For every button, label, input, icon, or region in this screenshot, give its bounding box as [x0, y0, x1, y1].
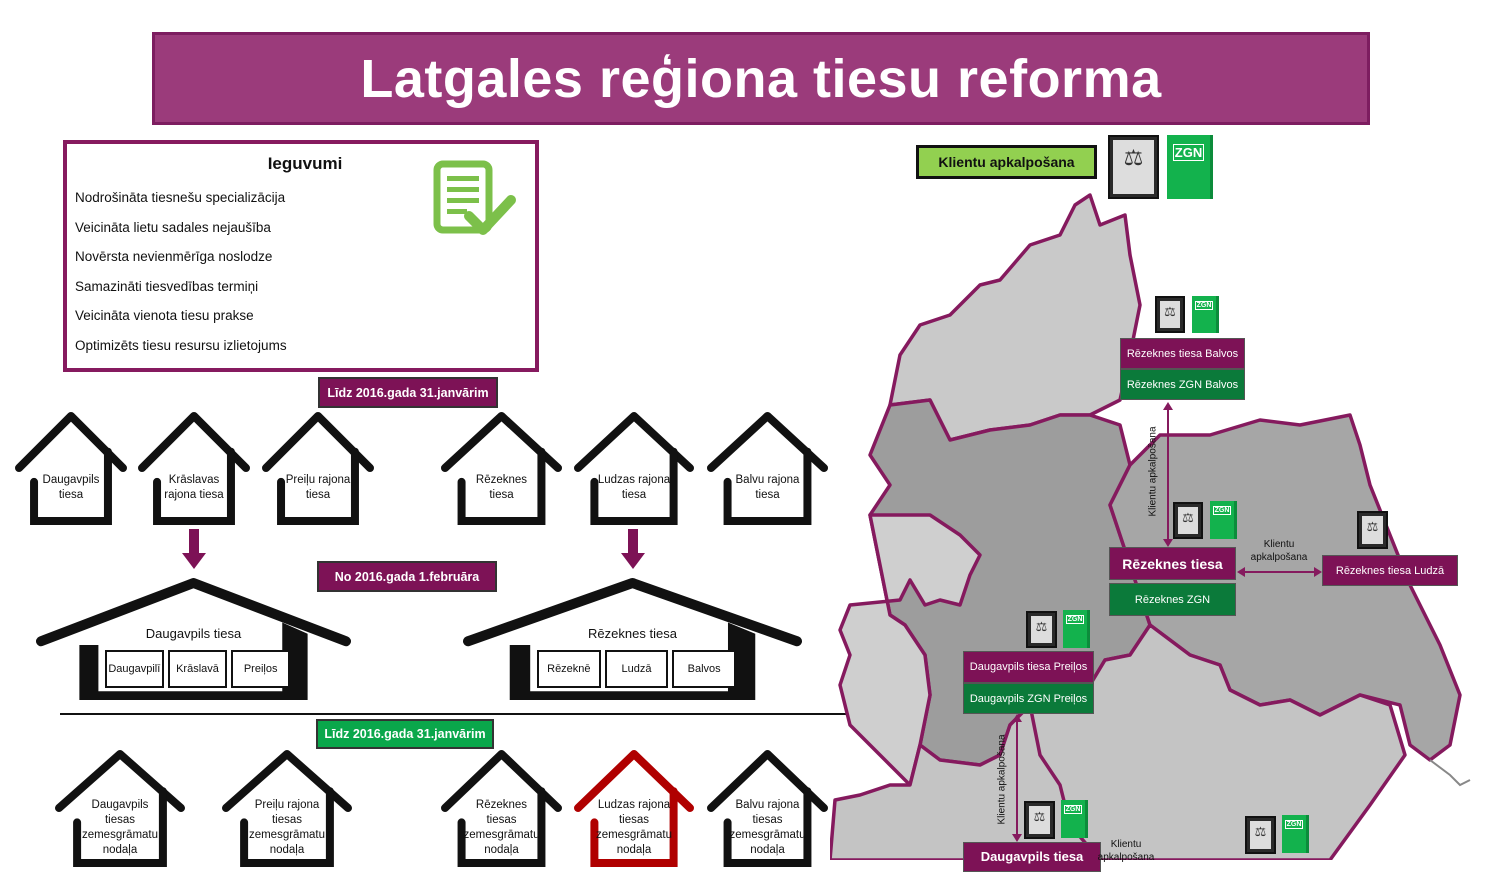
preili-court-box: Daugavpils tiesa Preiļos: [963, 651, 1094, 683]
zgn-book-icon: ZGN: [1282, 815, 1309, 853]
house-label: Ludzas rajona tiesas zemesgrāmatu nodaļa: [595, 799, 673, 857]
registry-office-house: Daugavpils tiesas zemesgrāmatu nodaļa: [55, 748, 185, 868]
benefits-heading: Ieguvumi: [267, 154, 343, 173]
court-location-room: Rēzeknē: [537, 650, 601, 688]
benefit-item: Novērsta nevienmērīga noslodze: [75, 249, 273, 264]
registry-office-house: Preiļu rajona tiesas zemesgrāmatu nodaļa: [222, 748, 352, 868]
balvi-zgn-box: Rēzeknes ZGN Balvos: [1120, 369, 1245, 400]
house-label: Preiļu rajona tiesa: [285, 473, 351, 501]
client-service-legend-button[interactable]: Klientu apkalpošana: [916, 145, 1097, 179]
old-court-house: Balvu rajona tiesa: [707, 410, 828, 526]
service-arrow-horizontal: [1237, 567, 1322, 577]
zgn-book-icon: ZGN: [1192, 296, 1219, 333]
benefit-item: Veicināta vienota tiesu prakse: [75, 308, 254, 323]
benefits-panel: Ieguvumi Nodrošināta tiesnešu specializā…: [63, 140, 539, 372]
benefit-item: Samazināti tiesvedības termiņi: [75, 278, 259, 294]
house-outline-icon: [15, 412, 127, 525]
service-arrow-vertical: [1012, 714, 1022, 842]
court-location-room: Daugavpilī: [104, 650, 164, 688]
map-region-preili: [838, 513, 982, 787]
house-label: Rēzeknes tiesas zemesgrāmatu nodaļa: [463, 799, 540, 857]
merge-arrow-icon: [621, 529, 645, 569]
court-scales-icon: [1024, 801, 1055, 839]
merged-court-name: Rēzeknes tiesa: [588, 626, 677, 642]
house-label: Daugavpils tiesas zemesgrāmatu nodaļa: [81, 799, 159, 857]
house-outline-icon: [707, 412, 828, 525]
service-arrow-vertical: [1163, 402, 1173, 547]
house-outline-icon: [574, 412, 694, 525]
zgn-label: ZGN: [1172, 144, 1205, 162]
merged-court-name: Daugavpils tiesa: [145, 626, 242, 642]
zgn-book-icon: ZGN: [1210, 501, 1237, 539]
after-date-label: No 2016.gada 1.februāra: [317, 561, 497, 592]
court-location-room: Krāslavā: [167, 650, 228, 688]
zgn-book-icon: ZGN: [1061, 800, 1088, 838]
service-label: Klientu apkalpošana: [1250, 539, 1308, 563]
court-scales-icon: [1245, 816, 1276, 854]
zgn-book-icon: ZGN: [1167, 135, 1213, 199]
rezekne-zgn-box: Rēzeknes ZGN: [1109, 583, 1236, 616]
checklist-icon: [433, 160, 516, 235]
benefits-list: Nodrošināta tiesnešu specializācija Veic…: [75, 190, 287, 367]
house-label: Balvu rajona tiesas zemesgrāmatu nodaļa: [729, 799, 806, 857]
old-court-house: Rēzeknes tiesa: [441, 410, 562, 526]
service-label: Klientu apkalpošana: [1097, 839, 1155, 863]
house-outline-icon: [36, 578, 351, 700]
preili-zgn-box: Daugavpils ZGN Preiļos: [963, 683, 1094, 714]
court-location-room: Preiļos: [231, 650, 291, 688]
zgn-book-icon: ZGN: [1063, 610, 1090, 648]
house-label: Daugavpils tiesa: [42, 473, 100, 501]
benefit-item: Veicināta lietu sadales nejaušība: [75, 219, 271, 235]
service-label: Klientu apkalpošana: [1147, 426, 1159, 517]
benefit-item: Optimizēts tiesu resursu izlietojums: [75, 337, 287, 353]
old-court-house: Ludzas rajona tiesa: [574, 410, 694, 526]
service-label: Klientu apkalpošana: [996, 734, 1008, 825]
house-outline-icon: [441, 412, 562, 525]
old-court-house: Krāslavas rajona tiesa: [138, 410, 250, 526]
court-scales-icon: [1173, 502, 1203, 539]
merge-arrow-icon: [182, 529, 206, 569]
house-outline-icon: [138, 412, 250, 525]
map-region-daugavpils: [830, 623, 1407, 860]
section-divider: [60, 713, 883, 715]
house-outline-icon: [262, 412, 374, 525]
before-date-label: Līdz 2016.gada 31.janvārim: [318, 377, 498, 408]
court-scales-icon: [1357, 511, 1388, 549]
page-title: Latgales reģiona tiesu reforma: [152, 32, 1370, 125]
daugavpils-court-box: Daugavpils tiesa: [963, 842, 1101, 872]
ludza-court-box: Rēzeknes tiesa Ludzā: [1322, 555, 1458, 586]
old-court-house: Preiļu rajona tiesa: [262, 410, 374, 526]
court-scales-icon: [1155, 296, 1185, 333]
house-label: Ludzas rajona tiesa: [597, 473, 671, 501]
benefit-item: Nodrošināta tiesnešu specializācija: [75, 190, 286, 205]
balvi-court-box: Rēzeknes tiesa Balvos: [1120, 338, 1245, 369]
registry-before-date-label: Līdz 2016.gada 31.janvārim: [316, 719, 494, 749]
house-label: Balvu rajona tiesa: [735, 473, 800, 501]
court-location-room: Balvos: [672, 650, 736, 688]
court-scales-icon: [1108, 135, 1159, 199]
court-scales-icon: [1026, 611, 1057, 648]
registry-office-house: Ludzas rajona tiesas zemesgrāmatu nodaļa: [574, 748, 694, 868]
registry-office-house: Balvu rajona tiesas zemesgrāmatu nodaļa: [707, 748, 828, 868]
registry-office-house: Rēzeknes tiesas zemesgrāmatu nodaļa: [441, 748, 562, 868]
house-label: Rēzeknes tiesa: [475, 473, 528, 501]
rezekne-court-box: Rēzeknes tiesa: [1109, 547, 1236, 580]
old-court-house: Daugavpils tiesa: [15, 410, 127, 526]
house-label: Krāslavas rajona tiesa: [164, 473, 224, 501]
house-label: Preiļu rajona tiesas zemesgrāmatu nodaļa: [248, 799, 326, 857]
house-outline-icon: [463, 578, 802, 700]
court-location-room: Ludzā: [604, 650, 669, 688]
